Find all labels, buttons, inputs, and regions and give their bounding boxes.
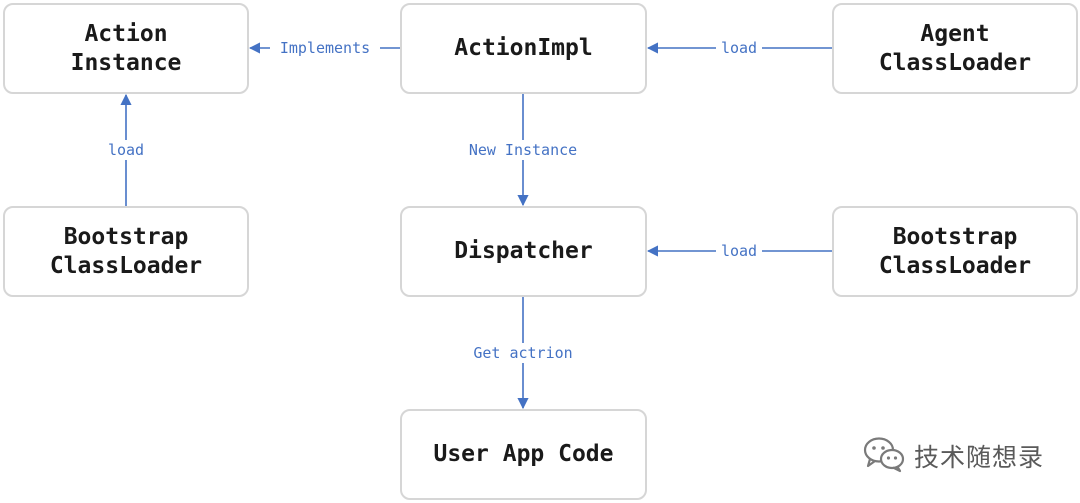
node-agent-classloader-line-2: ClassLoader — [878, 49, 1032, 76]
node-bootstrap-classloader-left: Bootstrap ClassLoader — [3, 206, 249, 297]
node-action-instance: Action Instance — [3, 3, 249, 94]
node-action-impl-line-1: ActionImpl — [454, 35, 593, 61]
node-bootstrap-classloader-left-line-1: Bootstrap — [63, 223, 189, 250]
edge-label-new-instance: New Instance — [469, 141, 577, 159]
edge-implements: Implements — [248, 38, 400, 58]
node-action-instance-line-2: Instance — [70, 49, 182, 76]
node-bootstrap-classloader-right: Bootstrap ClassLoader — [832, 206, 1078, 297]
node-agent-classloader-line-1: Agent — [920, 20, 990, 47]
edge-load-agent: load — [646, 38, 832, 58]
node-bootstrap-classloader-left-line-2: ClassLoader — [49, 252, 203, 279]
wechat-icon — [862, 435, 906, 477]
node-bootstrap-classloader-right-line-2: ClassLoader — [878, 252, 1032, 279]
edge-label-load-bootstrap-left: load — [108, 141, 144, 159]
edge-get-action: Get actrion — [462, 297, 584, 410]
edge-label-implements: Implements — [280, 39, 370, 57]
edge-label-get-action: Get actrion — [473, 344, 572, 362]
node-user-app-code: User App Code — [400, 409, 647, 500]
node-action-instance-line-1: Action — [84, 20, 168, 47]
node-user-app-code-line-1: User App Code — [433, 441, 614, 467]
watermark-text: 技术随想录 — [914, 443, 1045, 472]
node-agent-classloader: Agent ClassLoader — [832, 3, 1078, 94]
node-action-impl: ActionImpl — [400, 3, 647, 94]
node-bootstrap-classloader-right-line-1: Bootstrap — [892, 223, 1018, 250]
node-dispatcher-line-1: Dispatcher — [454, 238, 593, 264]
edge-load-bootstrap-left: load — [102, 93, 150, 206]
edge-new-instance: New Instance — [458, 94, 588, 207]
edge-label-load-agent: load — [721, 39, 757, 57]
edge-label-load-bootstrap-right: load — [721, 242, 757, 260]
edge-load-bootstrap-right: load — [646, 241, 832, 261]
watermark: 技术随想录 — [862, 436, 1044, 476]
node-dispatcher: Dispatcher — [400, 206, 647, 297]
